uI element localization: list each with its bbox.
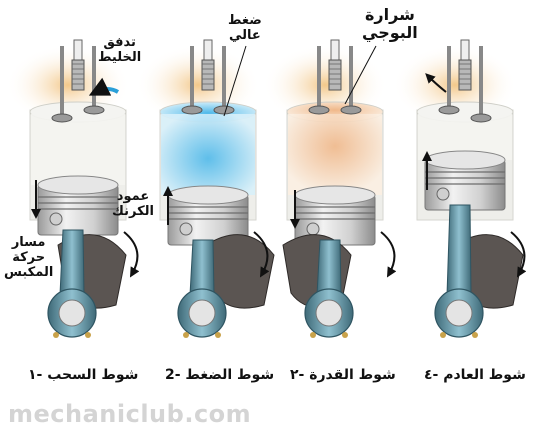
connecting-rod	[59, 229, 85, 296]
rod-bolt	[342, 332, 348, 338]
piston-pin	[49, 212, 63, 226]
crank-pin	[58, 299, 86, 327]
rod-bolt	[310, 332, 316, 338]
spark-plug-body	[73, 39, 83, 61]
crank-rod-label: عمود الكرنك	[112, 189, 154, 219]
spark-plug-thread	[71, 59, 85, 91]
combustion-chamber	[288, 114, 382, 195]
intake-valve-head	[181, 105, 203, 115]
caption-exhaust: شوط العادم -٤	[424, 367, 526, 383]
stroke-unit-exhaust	[393, 39, 527, 338]
spark-plug-body	[203, 39, 213, 61]
exhaust-valve-head	[83, 105, 105, 115]
intake-valve-head	[438, 105, 460, 115]
watermark: mechaniclub.com	[8, 400, 252, 428]
exhaust-valve-head	[340, 105, 362, 115]
piston-crown	[37, 175, 119, 195]
crank-pin	[188, 299, 216, 327]
exhaust-valve-head	[213, 105, 235, 115]
stroke-unit-intake	[6, 39, 140, 338]
spark-plug-body	[460, 39, 470, 61]
mixture-flow-label: تدفق الخليط	[98, 35, 142, 65]
piston-pin	[306, 222, 320, 236]
caption-power: شوط القدرة -٢	[290, 367, 396, 383]
rod-bolt	[85, 332, 91, 338]
combustion-chamber	[161, 114, 255, 195]
intake-flow-arrow	[88, 77, 120, 96]
rod-bolt	[472, 332, 478, 338]
rod-bolt	[183, 332, 189, 338]
spark-plug-thread	[458, 59, 472, 91]
rod-bolt	[53, 332, 59, 338]
rotation-arrow	[253, 231, 270, 278]
intake-valve-head	[51, 113, 73, 123]
rod-bolt	[215, 332, 221, 338]
stroke-unit-compression	[136, 39, 275, 338]
exhaust-valve-head	[470, 113, 492, 123]
leader-spark	[344, 45, 377, 105]
piston-crown	[167, 185, 249, 205]
rotation-arrow	[380, 231, 397, 278]
connecting-rod	[316, 239, 342, 296]
high-pressure-label: ضغط عالي	[228, 13, 262, 43]
spark-plug-thread	[201, 59, 215, 91]
stroke-unit-power	[263, 39, 397, 338]
rotation-arrow	[510, 231, 527, 278]
caption-intake: شوط السحب -١	[28, 367, 139, 383]
rotation-arrow	[123, 231, 140, 278]
caption-compression: شوط الضغط -2	[165, 367, 275, 383]
leader-high-pressure	[223, 45, 247, 117]
spark-label: شرارة البوجي	[362, 5, 418, 43]
combustion-chamber	[31, 114, 125, 185]
crank-pin	[445, 299, 473, 327]
spark-plug-thread	[328, 59, 342, 91]
piston-path-label: مسار حركة المكبس	[4, 235, 54, 280]
leader-lines	[223, 45, 377, 117]
piston-pin	[436, 187, 450, 201]
crank-pin	[315, 299, 343, 327]
intake-valve-head	[308, 105, 330, 115]
rod-bolt	[440, 332, 446, 338]
piston-crown	[294, 185, 376, 205]
piston-crown	[424, 150, 506, 170]
connecting-rod	[446, 204, 472, 296]
connecting-rod	[189, 239, 215, 296]
piston-pin	[179, 222, 193, 236]
spark-plug-body	[330, 39, 340, 61]
exhaust-flow-arrow	[425, 73, 447, 93]
